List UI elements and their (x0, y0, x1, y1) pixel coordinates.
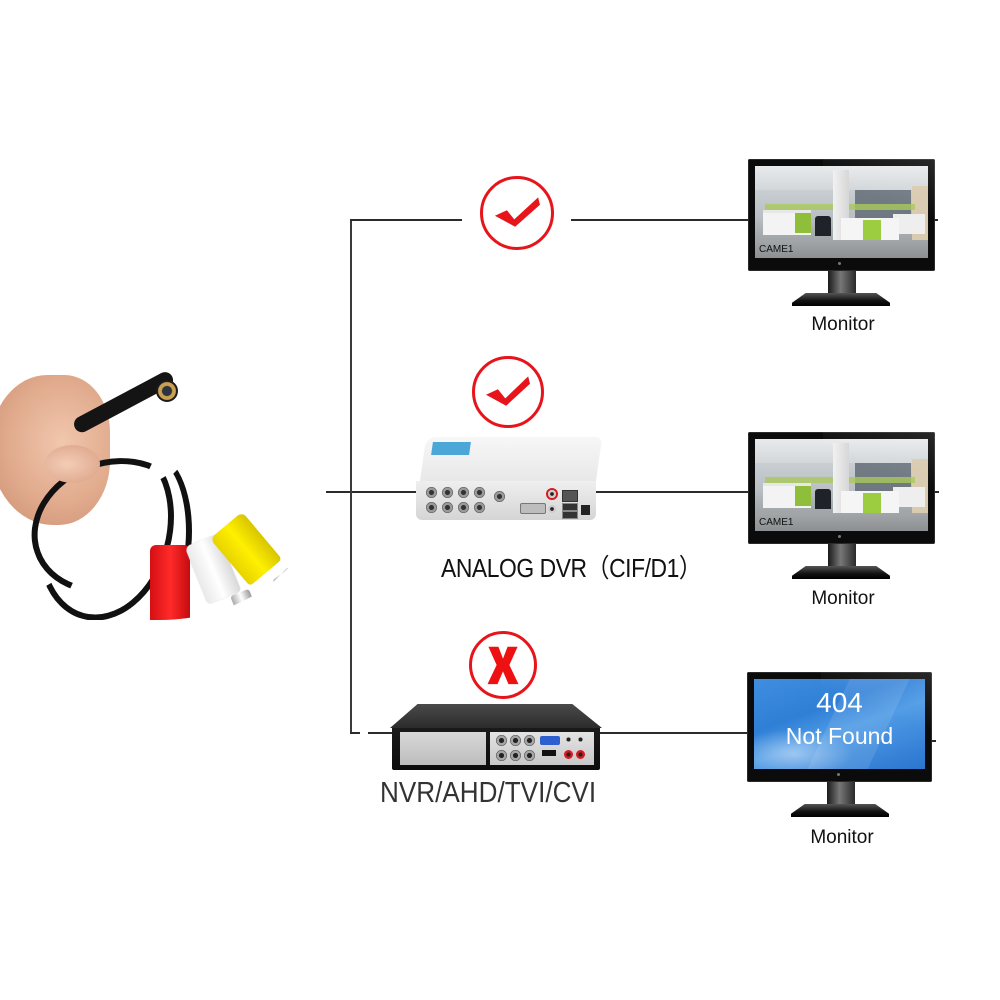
analog-dvr-device (416, 437, 603, 520)
monitor-screen-camera-feed: CAME1 (755, 439, 928, 531)
check-icon (486, 376, 530, 406)
connector-monitor-tail-2 (935, 491, 939, 493)
connector-path1-left (350, 219, 462, 221)
monitor-1: CAME1 Monitor (748, 159, 938, 339)
bnc-port (474, 487, 485, 498)
scene-desk (893, 214, 925, 234)
office-scene: CAME1 (755, 166, 928, 258)
bnc-port (458, 502, 469, 513)
monitor-label: Monitor (811, 314, 875, 335)
office-scene: CAME1 (755, 439, 928, 531)
bnc-port (524, 735, 535, 746)
status-compatible-check-1 (480, 176, 554, 250)
usb-port (562, 503, 578, 511)
monitor-label: Monitor (810, 827, 874, 848)
nvr-rear-panel (392, 728, 600, 770)
camera-lens-icon (156, 380, 178, 402)
nvr-label: NVR/AHD/TVI/CVI (380, 777, 597, 809)
bnc-port (426, 502, 437, 513)
scene-chair (815, 216, 831, 236)
analog-dvr-label: ANALOG DVR（CIF/D1） (441, 553, 702, 583)
monitor-stand-base (791, 804, 889, 817)
error-code: 404 (816, 687, 863, 718)
rca-port (576, 735, 585, 744)
scene-floor (755, 240, 928, 258)
connector-path3-left-b (368, 732, 392, 734)
power-port (581, 505, 590, 515)
scene-desk-panel (795, 213, 811, 233)
error-message: Not Found (785, 723, 894, 749)
check-icon (494, 197, 540, 227)
usb-port (562, 511, 578, 519)
dvr-sticker (431, 442, 471, 455)
vga-port (520, 503, 546, 514)
connector-monitor-tail-3 (932, 740, 936, 742)
monitor-bezel: 404 Not Found (747, 672, 932, 782)
monitor-label: Monitor (811, 588, 875, 609)
bnc-port (494, 491, 505, 502)
monitor-stand-neck (828, 544, 856, 568)
monitor-screen-camera-feed: CAME1 (755, 166, 928, 258)
monitor-bezel: CAME1 (748, 159, 935, 271)
rca-port (564, 750, 573, 759)
bnc-port (442, 487, 453, 498)
connector-path1-right (571, 219, 749, 221)
monitor-screen-error: 404 Not Found (754, 679, 925, 769)
camera-product-photo (0, 360, 320, 620)
connector-trunk (350, 219, 352, 734)
power-led-icon (837, 773, 840, 776)
scene-desk-panel (863, 493, 881, 515)
osd-camera-label: CAME1 (759, 244, 794, 255)
scene-desk-panel (795, 486, 811, 506)
error-screen: 404 Not Found (754, 679, 925, 769)
monitor-stand-neck (827, 782, 855, 806)
connector-path2-right (596, 491, 749, 493)
bnc-port (510, 750, 521, 761)
monitor-2: CAME1 Monitor (748, 432, 938, 612)
bnc-port (442, 502, 453, 513)
power-led-icon (838, 262, 841, 265)
audio-out-port (548, 505, 556, 513)
bnc-port (496, 750, 507, 761)
bnc-port (458, 487, 469, 498)
bnc-port (510, 735, 521, 746)
monitor-stand-base (792, 566, 890, 579)
dc-power-plug-red (150, 545, 190, 620)
thumb (45, 445, 100, 483)
monitor-bezel: CAME1 (748, 432, 935, 544)
status-incompatible-cross (469, 631, 537, 699)
connector-path3-left-a (350, 732, 360, 734)
scene-floor (755, 513, 928, 531)
bnc-port (496, 735, 507, 746)
bnc-port (524, 750, 535, 761)
monitor-stand-base (792, 293, 890, 306)
rca-port (576, 750, 585, 759)
connector-monitor-tail-1 (934, 219, 938, 221)
dvr-rear-panel (416, 481, 596, 520)
cross-icon (487, 646, 519, 685)
vga-port (540, 736, 560, 745)
connector-path3-right (600, 732, 749, 734)
nvr-top (390, 704, 602, 728)
monitor-3: 404 Not Found Monitor (747, 672, 937, 852)
bnc-port (426, 487, 437, 498)
connector-source-stub (326, 491, 416, 493)
ethernet-port (562, 490, 578, 502)
lead-wire (120, 455, 192, 607)
scene-desk (893, 487, 925, 507)
nvr-label-panel (400, 732, 486, 765)
monitor-stand-neck (828, 271, 856, 295)
osd-camera-label: CAME1 (759, 517, 794, 528)
hdmi-port (542, 750, 556, 756)
bnc-port (474, 502, 485, 513)
rca-port (564, 735, 573, 744)
scene-desk-panel (863, 220, 881, 242)
status-compatible-check-2 (472, 356, 544, 428)
power-led-icon (838, 535, 841, 538)
audio-in-port (548, 490, 556, 498)
scene-chair (815, 489, 831, 509)
rca-tip (272, 566, 298, 592)
nvr-ahd-tvi-cvi-device (390, 704, 602, 770)
